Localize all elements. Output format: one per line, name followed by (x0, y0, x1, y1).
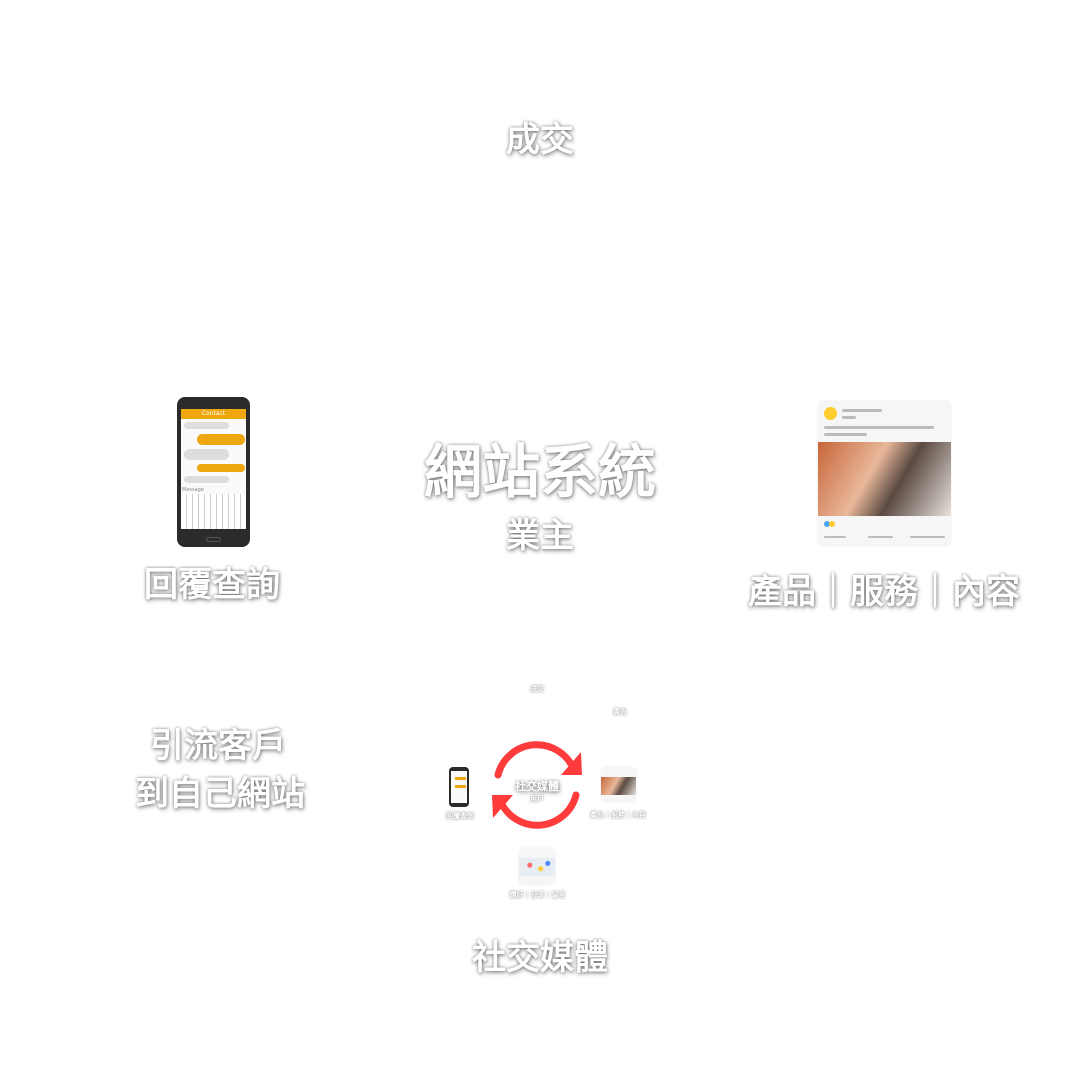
social-post-illustration (818, 401, 951, 546)
mini-center-subtitle: 用戶 (530, 795, 544, 803)
mini-products-label: 產品｜服務｜內容 (590, 811, 646, 819)
label-products: 產品｜服務｜內容 (748, 572, 1020, 612)
label-reply: 回覆查詢 (144, 565, 280, 605)
mini-reply-label: 回覆查詢 (446, 812, 474, 820)
center-title: 網站系統 (423, 438, 656, 506)
phone-header: Contact (201, 410, 226, 417)
mini-phone (449, 767, 469, 807)
label-deal: 成交 (506, 120, 574, 160)
mini-top-label: 成交 (530, 685, 544, 693)
label-traffic-2: 到自己網站 (135, 774, 305, 814)
mini-center-title: 社交媒體 (515, 780, 559, 793)
mini-engagement-label: 讚好｜分享｜留言 (509, 891, 566, 899)
mini-post (601, 767, 636, 802)
cycle-arrows-icon (492, 741, 582, 829)
label-social: 社交媒體 (472, 938, 608, 978)
phone-illustration: Contact Message (177, 397, 250, 547)
center-subtitle: 業主 (506, 516, 574, 556)
label-traffic-1: 引流客戶 (150, 726, 286, 766)
mini-engagement-post (519, 848, 555, 885)
message-input: Message (182, 487, 204, 493)
mini-ad-label: 廣告 (613, 708, 627, 716)
